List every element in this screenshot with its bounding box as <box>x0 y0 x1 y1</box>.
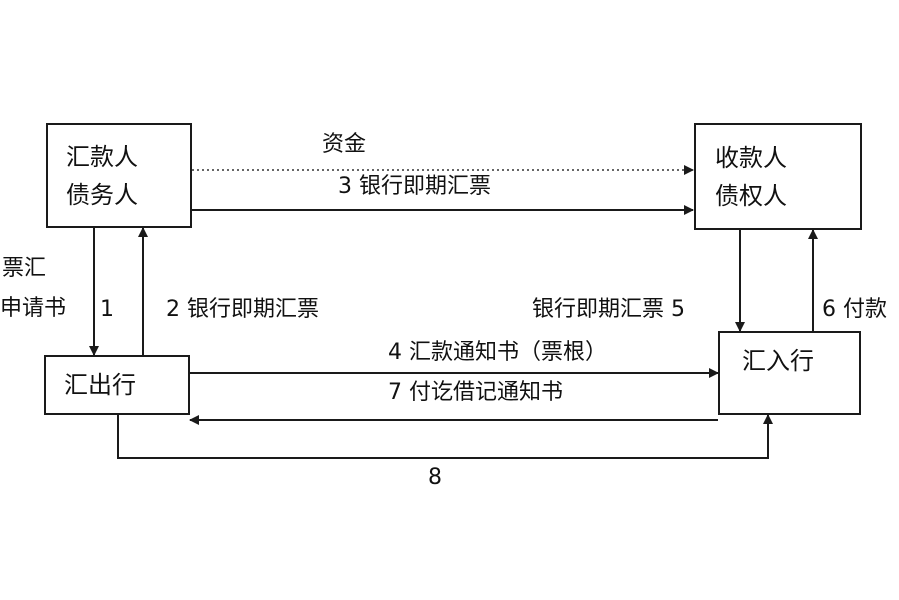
draft-to-remitter-label: 2 银行即期汇票 <box>166 297 319 322</box>
advice-label: 4 汇款通知书（票根） <box>388 340 607 365</box>
remitter-label: 汇款人 <box>66 143 138 171</box>
remitter-box: 汇款人 债务人 <box>46 123 192 228</box>
payee-label: 收款人 <box>715 144 787 172</box>
payment-label: 6 付款 <box>822 297 887 322</box>
application-label-part2: 申请书 <box>0 296 67 321</box>
debit-advice-label: 7 付讫借记通知书 <box>388 380 563 405</box>
creditor-label: 债权人 <box>715 182 787 210</box>
funds-label: 资金 <box>322 132 367 157</box>
draft-to-paying-bank-label: 银行即期汇票 5 <box>532 297 685 322</box>
debtor-label: 债务人 <box>66 181 138 209</box>
payee-box: 收款人 债权人 <box>694 123 862 230</box>
reimbursement-arrow <box>117 414 773 459</box>
paying-bank-label: 汇入行 <box>742 347 814 375</box>
application-number: 1 <box>100 297 114 322</box>
reimbursement-label: 8 <box>428 465 442 490</box>
paying-bank-box: 汇入行 <box>718 331 861 415</box>
remitting-bank-label: 汇出行 <box>64 371 136 399</box>
draft-to-payee-label: 3 银行即期汇票 <box>338 174 491 199</box>
application-label-part1: 票汇 <box>2 256 47 281</box>
remitting-bank-box: 汇出行 <box>44 355 190 415</box>
